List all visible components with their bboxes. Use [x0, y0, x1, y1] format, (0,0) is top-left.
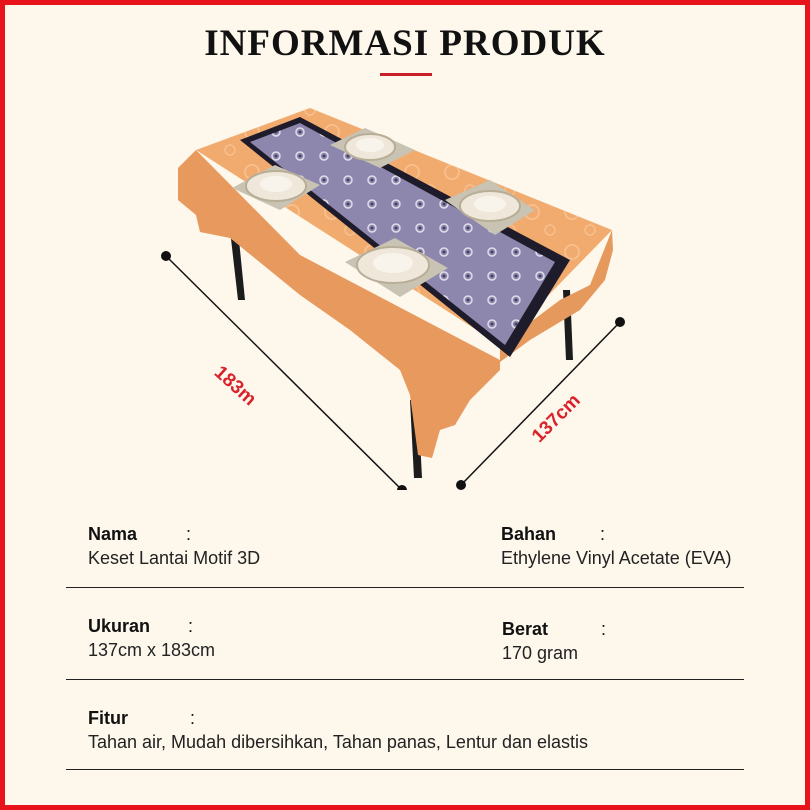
place-setting-3: [445, 180, 535, 235]
dimension-line-width: [456, 317, 625, 490]
ukuran-label: Ukuran: [88, 616, 151, 636]
fitur-colon: :: [190, 708, 196, 728]
bahan-label: Bahan: [501, 524, 557, 544]
nama-label: Nama: [88, 524, 138, 544]
dimension-line-length: [161, 251, 407, 490]
ukuran-value: 137cm x 183cm: [88, 640, 216, 660]
ukuran-colon: :: [188, 616, 194, 636]
place-setting-4: [345, 238, 448, 297]
tablecloth-right-side: [500, 230, 613, 362]
nama-colon: :: [186, 524, 192, 544]
title-underline: [380, 73, 432, 76]
place-setting-1: [330, 128, 415, 168]
berat-label: Berat: [502, 619, 549, 639]
fitur-label: Fitur: [88, 708, 128, 728]
nama-value: Keset Lantai Motif 3D: [88, 548, 261, 568]
page-title: INFORMASI PRODUK: [204, 23, 606, 64]
bahan-colon: :: [600, 524, 606, 544]
berat-value: 170 gram: [502, 643, 579, 663]
place-setting-2: [232, 165, 320, 210]
bahan-value: Ethylene Vinyl Acetate (EVA): [501, 548, 732, 568]
berat-colon: :: [601, 619, 607, 639]
divider-3: [66, 769, 744, 770]
divider-2: [66, 679, 744, 680]
tablecloth-side: [178, 150, 500, 458]
divider-1: [66, 587, 744, 588]
fitur-value: Tahan air, Mudah dibersihkan, Tahan pana…: [88, 732, 589, 752]
table-illustration: [161, 108, 625, 490]
